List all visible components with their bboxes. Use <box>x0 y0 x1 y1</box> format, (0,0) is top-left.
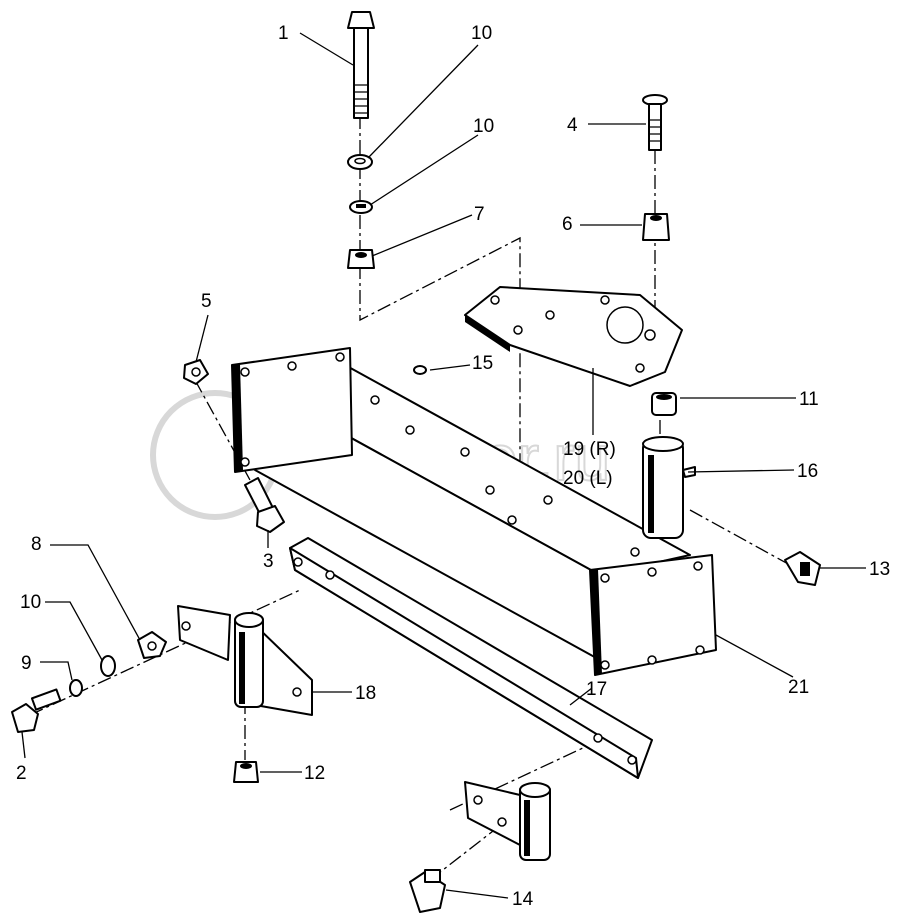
grease-fitting-13 <box>784 551 821 586</box>
left-end-plate <box>231 347 353 473</box>
callout-16: 16 <box>797 461 818 482</box>
nut-5 <box>183 359 209 385</box>
callout-18: 18 <box>355 683 376 704</box>
grease-fitting-14 <box>409 869 446 913</box>
callout-21: 21 <box>788 677 809 698</box>
hinge-18 <box>177 605 313 716</box>
bolt-4 <box>642 94 668 151</box>
callout-6: 6 <box>562 214 573 235</box>
callout-labels: 1 10 10 7 4 6 5 15 11 19 (R) 20 (L) 16 1… <box>16 23 890 910</box>
callout-14: 14 <box>512 889 534 910</box>
nut-12 <box>233 761 259 783</box>
lower-hinge <box>464 781 551 861</box>
bolt-2 <box>11 688 62 733</box>
bar-17 <box>289 537 653 779</box>
callout-8: 8 <box>31 534 42 555</box>
nut-8 <box>137 631 167 659</box>
callout-9: 9 <box>21 653 32 674</box>
callout-2: 2 <box>16 763 27 784</box>
washer-10-left <box>100 655 116 677</box>
callout-17: 17 <box>586 679 607 700</box>
callout-4: 4 <box>567 115 578 136</box>
leader-lines <box>21 32 866 899</box>
callout-10: 10 <box>471 23 492 44</box>
callout-10: 10 <box>473 116 494 137</box>
nut-6 <box>642 213 670 241</box>
washer-10-lock <box>349 200 373 214</box>
nut-7 <box>347 249 375 269</box>
washer-9 <box>69 679 83 697</box>
callout-5: 5 <box>201 291 212 312</box>
bolt-3 <box>244 477 285 533</box>
callout-10: 10 <box>20 592 41 613</box>
sleeve-16 <box>642 436 696 539</box>
washer-15 <box>413 365 427 375</box>
callout-11: 11 <box>799 389 819 410</box>
callout-12: 12 <box>304 763 325 784</box>
washer-10-flat <box>347 154 373 170</box>
callout-7: 7 <box>474 204 485 225</box>
callout-13: 13 <box>869 559 890 580</box>
spacer-11 <box>651 392 677 416</box>
callout-3: 3 <box>263 551 274 572</box>
callout-19-r: 19 (R) <box>563 439 616 460</box>
callout-20-l: 20 (L) <box>563 468 613 489</box>
bolt-1 <box>347 11 375 119</box>
plate-19-20 <box>464 286 683 387</box>
callout-1: 1 <box>278 23 289 44</box>
callout-15: 15 <box>472 353 493 374</box>
right-end-plate-21 <box>589 554 717 676</box>
